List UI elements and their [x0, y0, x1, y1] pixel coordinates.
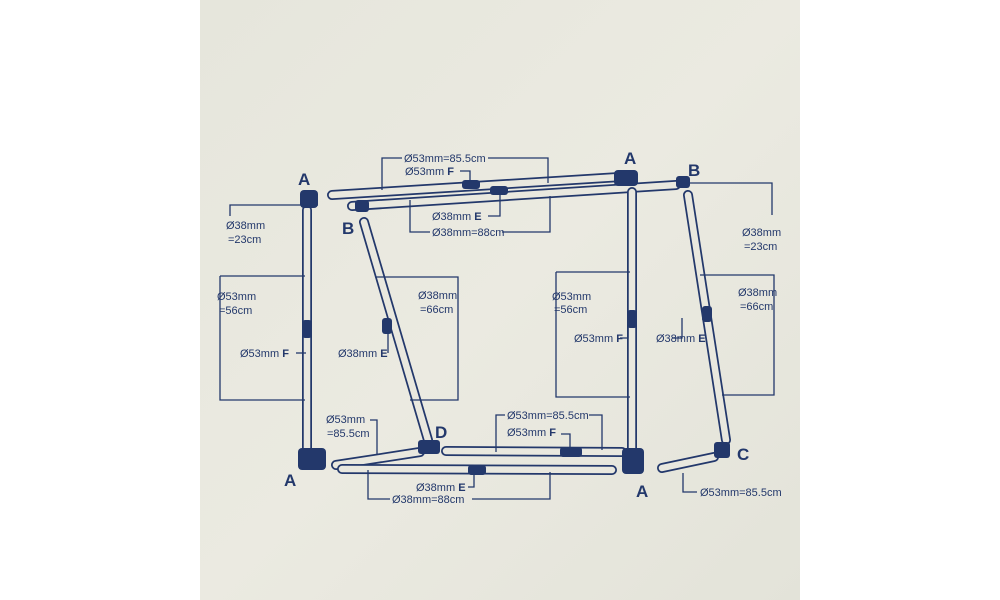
label-left-d53: Ø53mm — [217, 291, 256, 303]
joint-d — [418, 440, 440, 454]
corner-a-top-left — [300, 190, 318, 208]
pipe-fill — [332, 448, 424, 469]
corner-a-bottom-right — [622, 448, 644, 474]
label-right-slant-d38: Ø38mm — [738, 287, 777, 299]
label-top-d53-f: Ø53mm F — [405, 166, 454, 178]
label-top-d53-length: Ø53mm=85.5cm — [404, 153, 486, 165]
bottom-front-pipe — [441, 446, 627, 457]
label-right-slant-66cm: =66cm — [740, 301, 773, 313]
left-slanted-pipe — [359, 217, 433, 445]
label-left-slant-d38: Ø38mm — [418, 290, 457, 302]
corner-a-bottom-left — [298, 448, 326, 470]
corner-label-a: A — [298, 170, 310, 189]
joint-b-right — [676, 176, 690, 188]
label-bottom-d53-length: Ø53mm=85.5cm — [507, 410, 589, 422]
label-left-slant-d38-e: Ø38mm E — [338, 348, 388, 360]
label-right-d53: Ø53mm — [552, 291, 591, 303]
joint-b-left — [355, 200, 369, 212]
corner-label-a: A — [284, 471, 296, 490]
label-right-56cm: =56cm — [554, 304, 587, 316]
label-bottom-left-85cm: =85.5cm — [327, 428, 370, 440]
connector-f-top — [462, 180, 480, 189]
label-bottom-right-d53-length: Ø53mm=85.5cm — [700, 487, 782, 499]
label-bottom-d38-length: Ø38mm=88cm — [392, 494, 464, 506]
label-right-slant-d38-e: Ø38mm E — [656, 333, 706, 345]
pipe-fill — [658, 453, 718, 472]
corner-label-d: D — [435, 423, 447, 442]
label-left-56cm: =56cm — [219, 305, 252, 317]
label-right-d53-f: Ø53mm F — [574, 333, 623, 345]
pipe-fill — [360, 218, 432, 444]
corner-label-b: B — [342, 219, 354, 238]
label-top-d38-e: Ø38mm E — [432, 211, 482, 223]
label-bottom-d38-e: Ø38mm E — [416, 482, 466, 494]
joint-c — [714, 442, 730, 458]
connector-e-top — [490, 186, 508, 195]
connector-e-right — [702, 306, 712, 322]
bottom-left-pipe — [331, 447, 425, 470]
pipe-fill — [442, 447, 626, 456]
dimension-labels: Ø53mm=85.5cm Ø53mm F Ø38mm E Ø38mm=88cm … — [217, 153, 782, 506]
label-left-23cm: =23cm — [228, 234, 261, 246]
label-left-d38: Ø38mm — [226, 220, 265, 232]
top-back-pipe — [347, 180, 681, 211]
label-left-d53-f: Ø53mm F — [240, 348, 289, 360]
label-top-d38-length: Ø38mm=88cm — [432, 227, 504, 239]
connector-e-bottom — [468, 465, 486, 475]
connector-f-left — [302, 320, 312, 338]
joints — [298, 170, 730, 475]
label-left-slant-66cm: =66cm — [420, 304, 453, 316]
corner-label-b: B — [688, 161, 700, 180]
connector-f-right — [627, 310, 637, 328]
label-bottom-left-d53: Ø53mm — [326, 414, 365, 426]
bottom-right-pipe — [657, 452, 719, 473]
corner-a-top-right — [614, 170, 638, 186]
corner-label-a: A — [636, 482, 648, 501]
label-right-23cm: =23cm — [744, 241, 777, 253]
corner-label-c: C — [737, 445, 749, 464]
connector-e-left — [382, 318, 392, 334]
corner-label-a: A — [624, 149, 636, 168]
label-bottom-d53-f: Ø53mm F — [507, 427, 556, 439]
connector-f-bottom — [560, 447, 582, 457]
pipe-fill — [348, 181, 680, 210]
label-right-d38: Ø38mm — [742, 227, 781, 239]
leader-lines — [219, 157, 775, 500]
corner-letters: A B A B A D A C — [284, 149, 749, 501]
